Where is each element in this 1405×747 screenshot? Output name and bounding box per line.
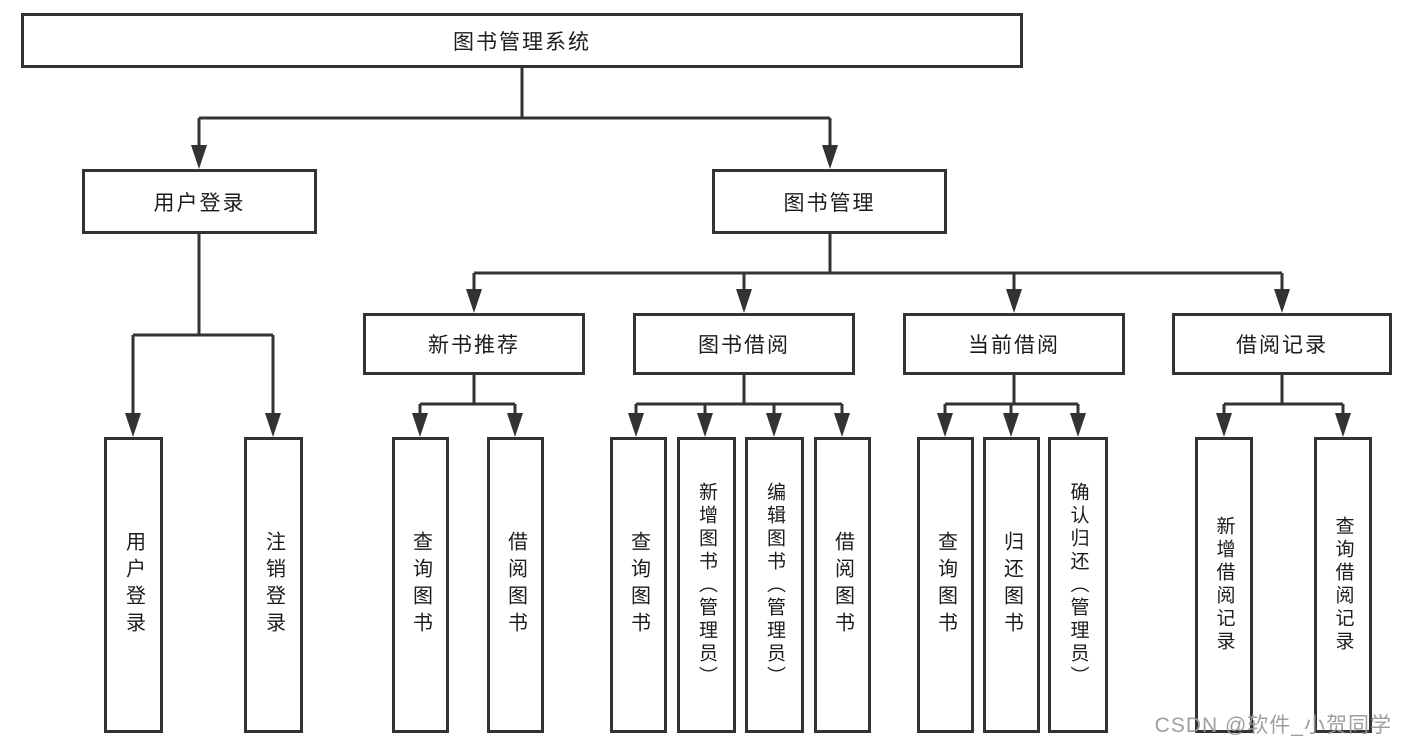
leaf-user-login: 用户登录 (104, 437, 163, 733)
node-label: 查询图书 (934, 531, 957, 639)
leaf-confirm-return-admin: 确认归还（管理员） (1048, 437, 1108, 733)
arrow-down-icon (628, 413, 644, 437)
leaf-return-books: 归还图书 (983, 437, 1040, 733)
node-book-borrowing: 图书借阅 (633, 313, 855, 375)
arrow-down-icon (1274, 289, 1290, 313)
leaf-logout: 注销登录 (244, 437, 303, 733)
leaf-add-book-admin: 新增图书（管理员） (677, 437, 736, 733)
node-label: 图书管理 (783, 191, 876, 215)
arrow-down-icon (265, 413, 281, 437)
node-label: 用户登录 (153, 191, 246, 215)
leaf-edit-book-admin: 编辑图书（管理员） (745, 437, 804, 733)
node-label: 图书借阅 (698, 334, 790, 357)
arrow-down-icon (736, 289, 752, 313)
leaf-borrowing-query-books: 查询图书 (610, 437, 667, 733)
arrow-down-icon (766, 413, 782, 437)
leaf-newbooks-borrow-books: 借阅图书 (487, 437, 544, 733)
node-label: 借阅图书 (831, 531, 854, 639)
arrow-down-icon (1335, 413, 1351, 437)
node-label: 新增图书（管理员） (696, 481, 717, 689)
leaf-query-borrow-record: 查询借阅记录 (1314, 437, 1372, 733)
arrow-down-icon (191, 145, 207, 169)
arrow-down-icon (466, 289, 482, 313)
arrow-down-icon (412, 413, 428, 437)
arrow-down-icon (937, 413, 953, 437)
arrow-down-icon (1006, 289, 1022, 313)
node-label: 查询借阅记录 (1332, 516, 1354, 654)
arrow-down-icon (1070, 413, 1086, 437)
node-label: 新增借阅记录 (1213, 516, 1235, 654)
node-borrowing-records: 借阅记录 (1172, 313, 1392, 375)
arrow-down-icon (697, 413, 713, 437)
leaf-newbooks-query-books: 查询图书 (392, 437, 449, 733)
arrow-down-icon (1216, 413, 1232, 437)
node-new-book-recommend: 新书推荐 (363, 313, 585, 375)
node-current-borrowing: 当前借阅 (903, 313, 1125, 375)
node-label: 注销登录 (262, 531, 285, 639)
node-label: 查询图书 (409, 531, 432, 639)
arrow-down-icon (125, 413, 141, 437)
leaf-borrowing-borrow-books: 借阅图书 (814, 437, 871, 733)
node-root-system: 图书管理系统 (21, 13, 1023, 68)
node-label: 借阅记录 (1236, 334, 1328, 357)
arrow-down-icon (822, 145, 838, 169)
node-label: 确认归还（管理员） (1067, 481, 1089, 689)
node-label: 查询图书 (627, 531, 650, 639)
leaf-current-query-books: 查询图书 (917, 437, 974, 733)
node-book-management: 图书管理 (712, 169, 947, 234)
node-user-login: 用户登录 (82, 169, 317, 234)
node-label: 用户登录 (122, 531, 145, 639)
arrow-down-icon (834, 413, 850, 437)
leaf-add-borrow-record: 新增借阅记录 (1195, 437, 1253, 733)
node-label: 新书推荐 (428, 334, 520, 357)
arrow-down-icon (1003, 413, 1019, 437)
node-label: 图书管理系统 (453, 30, 591, 54)
node-label: 当前借阅 (968, 334, 1060, 357)
arrow-down-icon (507, 413, 523, 437)
node-label: 编辑图书（管理员） (764, 481, 785, 689)
csdn-watermark: CSDN @软件_小贺同学 (1154, 714, 1392, 737)
arrow-down-icons (125, 145, 1351, 437)
node-label: 归还图书 (1000, 531, 1023, 639)
connector-edges (131, 68, 1345, 414)
node-label: 借阅图书 (504, 531, 527, 639)
